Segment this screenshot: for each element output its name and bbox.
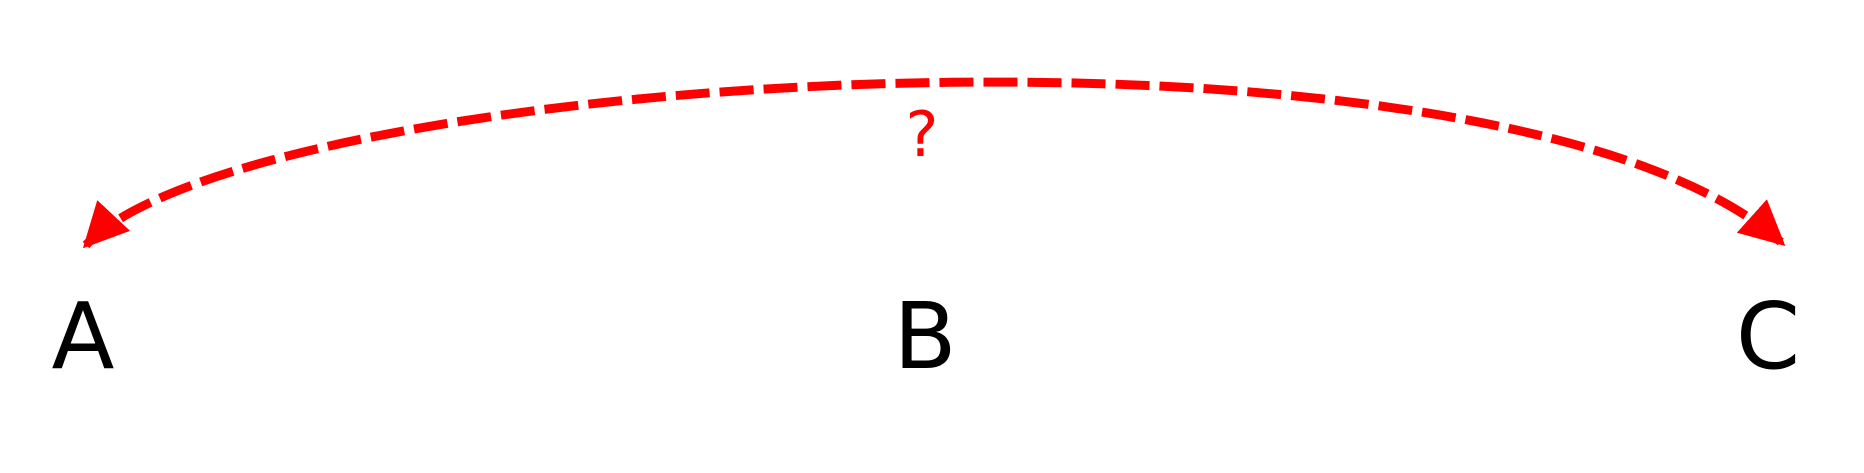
- node-label-a: A: [52, 283, 115, 390]
- node-label-c: C: [1736, 283, 1800, 390]
- dashed-bidirectional-arrow: [82, 77, 1786, 249]
- node-label-b: B: [893, 283, 956, 390]
- connector-question-label: ?: [906, 98, 939, 171]
